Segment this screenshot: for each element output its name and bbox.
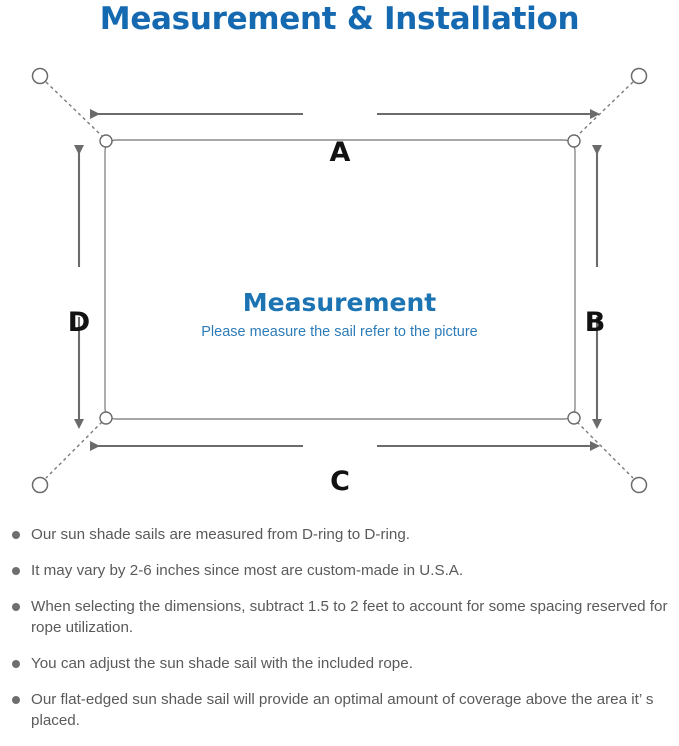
list-item: It may vary by 2-6 inches since most are… [0, 560, 679, 581]
dimension-label-c: C [330, 466, 350, 497]
d-ring-icon-bottom-right [567, 411, 581, 425]
anchor-circle-icon-top-right [630, 67, 648, 85]
d-ring-icon-top-left [99, 134, 113, 148]
bullet-icon [12, 567, 20, 575]
list-item: When selecting the dimensions, subtract … [0, 596, 679, 638]
dimension-arrows [74, 109, 602, 451]
dimension-label-b: B [584, 307, 606, 338]
rope-bottom-left [45, 421, 103, 479]
anchor-circle-icon-top-left [31, 67, 49, 85]
list-item: Our flat-edged sun shade sail will provi… [0, 689, 679, 731]
sail-rectangle [104, 139, 576, 420]
list-item: You can adjust the sun shade sail with t… [0, 653, 679, 674]
list-item: Our sun shade sails are measured from D-… [0, 524, 679, 545]
anchor-circle-icon-bottom-right [630, 476, 648, 494]
anchor-circle-icon-bottom-left [31, 476, 49, 494]
rope-bottom-right [576, 421, 634, 479]
note-text: When selecting the dimensions, subtract … [31, 598, 668, 636]
note-text: Our flat-edged sun shade sail will provi… [31, 691, 654, 729]
d-rings [99, 134, 581, 425]
note-text: It may vary by 2-6 inches since most are… [31, 562, 464, 579]
rope-top-right [576, 81, 634, 137]
rope-top-left [45, 81, 103, 137]
dimension-label-a: A [329, 137, 351, 168]
bullet-icon [12, 696, 20, 704]
anchor-points [31, 67, 648, 494]
notes-list: Our sun shade sails are measured from D-… [0, 524, 679, 746]
dimension-label-d: D [67, 307, 91, 338]
note-text: Our sun shade sails are measured from D-… [31, 526, 410, 543]
note-text: You can adjust the sun shade sail with t… [31, 655, 413, 672]
d-ring-icon-bottom-left [99, 411, 113, 425]
page-title: Measurement & Installation [99, 1, 580, 37]
d-ring-icon-top-right [567, 134, 581, 148]
bullet-icon [12, 603, 20, 611]
rope-lines [45, 81, 634, 479]
bullet-icon [12, 660, 20, 668]
measurement-diagram: Measurement Please measure the sail refe… [0, 46, 679, 516]
diagram-canvas [31, 67, 648, 494]
bullet-icon [12, 531, 20, 539]
